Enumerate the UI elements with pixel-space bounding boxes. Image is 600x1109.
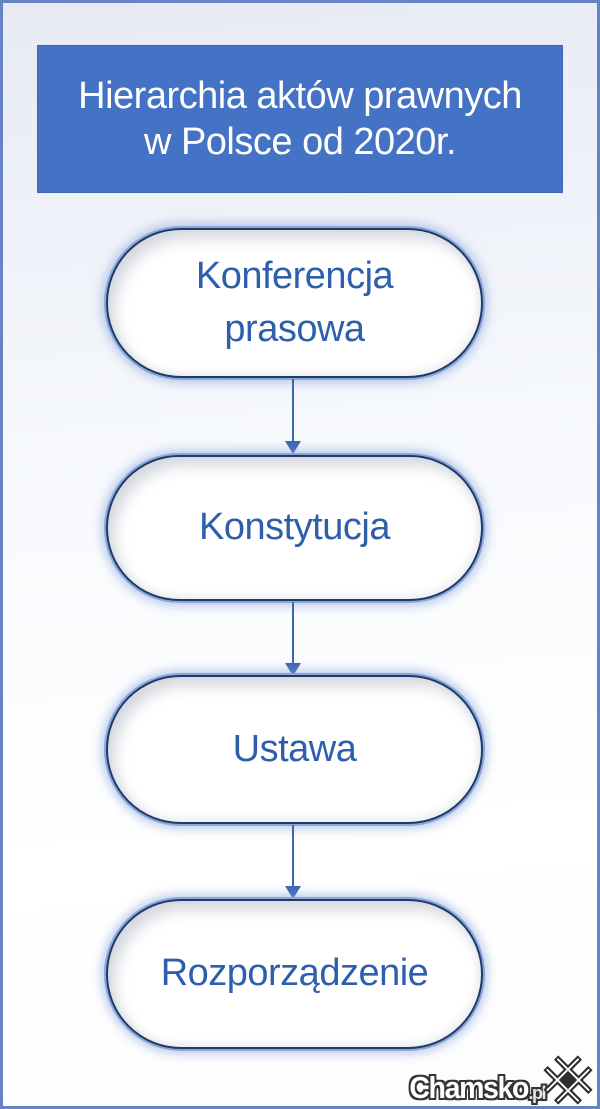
- node-label: Konstytucja: [199, 506, 390, 549]
- arrow-line: [291, 602, 294, 663]
- connector-arrow: [284, 602, 301, 676]
- node-label: Rozporządzenie: [160, 952, 429, 995]
- title-line-2: w Polsce od 2020r.: [143, 121, 457, 163]
- title-banner: Hierarchia aktów prawnych w Polsce od 20…: [37, 45, 563, 193]
- arrow-line: [291, 379, 294, 441]
- connector-arrow: [284, 825, 301, 899]
- watermark-tld-text: .pl: [528, 1083, 547, 1103]
- node-konstytucja: Konstytucja: [106, 455, 483, 601]
- title-line-1: Hierarchia aktów prawnych: [78, 75, 522, 117]
- rotated-hash-logo-icon: [543, 1055, 593, 1105]
- arrow-line: [291, 825, 294, 886]
- watermark-brand-text: Chamsko: [409, 1070, 530, 1105]
- arrowhead-icon: [284, 441, 301, 454]
- connector-arrow: [284, 379, 301, 454]
- node-ustawa: Ustawa: [106, 675, 483, 824]
- arrowhead-icon: [284, 663, 301, 676]
- node-label: Konferencja prasowa: [195, 254, 394, 350]
- node-rozporzadzenie: Rozporządzenie: [106, 899, 483, 1049]
- watermark: Chamsko .pl: [399, 1052, 596, 1105]
- arrowhead-icon: [284, 886, 301, 899]
- node-label: Ustawa: [232, 727, 357, 770]
- node-konferencja-prasowa: Konferencja prasowa: [106, 228, 483, 378]
